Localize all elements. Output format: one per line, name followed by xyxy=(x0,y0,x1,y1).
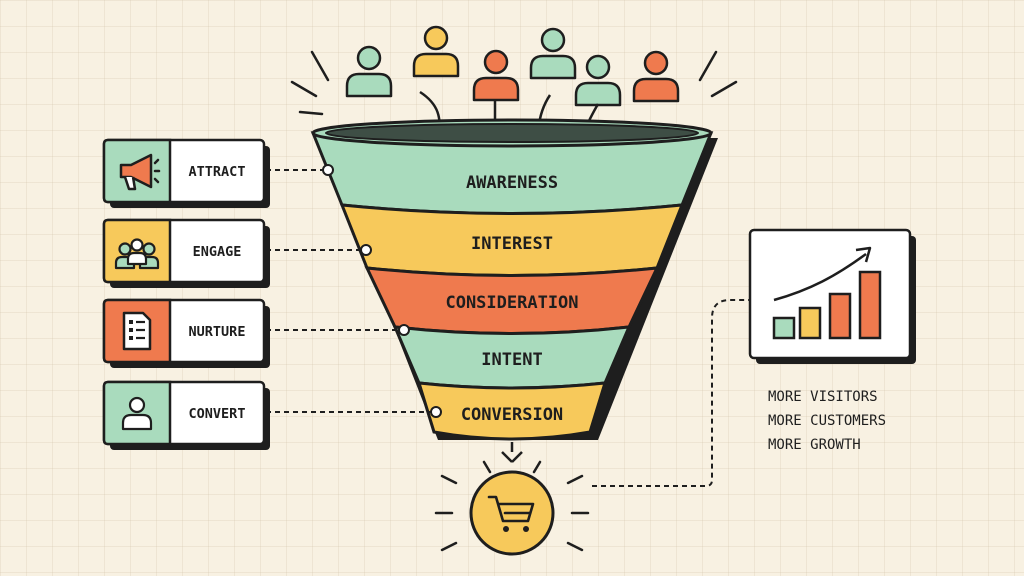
funnel xyxy=(310,118,714,441)
connector-dots xyxy=(322,164,442,418)
funnel-labels: AWARENESS INTEREST CONSIDERATION INTENT … xyxy=(445,173,578,425)
growth-bar xyxy=(798,306,822,340)
action-label-engage: ENGAGE xyxy=(193,244,242,260)
growth-chart-card xyxy=(748,228,916,364)
user-icon xyxy=(121,396,153,431)
bar-chart-icon xyxy=(772,270,882,340)
action-card-nurture: NURTURE xyxy=(102,298,270,368)
trend-arrowhead xyxy=(855,246,872,263)
stage-label-intent: INTENT xyxy=(481,350,542,370)
funnel-output-arrow xyxy=(501,442,523,463)
stage-label-interest: INTEREST xyxy=(471,234,553,254)
action-label-convert: CONVERT xyxy=(189,406,246,422)
stage-label-awareness: AWARENESS xyxy=(466,173,558,193)
megaphone-icon xyxy=(119,153,161,191)
growth-bar xyxy=(858,270,882,340)
people-group xyxy=(345,25,680,107)
funnel-opening xyxy=(325,123,699,143)
benefit-more-visitors: MORE VISITORS xyxy=(768,389,878,405)
funnel-stage-conversion xyxy=(416,381,608,441)
action-card-engage: ENGAGE xyxy=(102,218,270,288)
action-label-nurture: NURTURE xyxy=(189,324,246,340)
benefit-more-growth: MORE GROWTH xyxy=(768,437,861,453)
growth-connector xyxy=(592,299,752,487)
person-icon xyxy=(345,45,393,98)
person-icon xyxy=(529,27,577,80)
benefit-more-customers: MORE CUSTOMERS xyxy=(768,413,886,429)
growth-bar xyxy=(772,316,796,340)
burst-lines xyxy=(290,50,738,116)
person-icon xyxy=(632,50,680,103)
person-icon xyxy=(472,49,520,102)
action-list: ATTRACT ENGAGE NURTURE CONVERT xyxy=(102,138,270,450)
shopping-cart-icon xyxy=(434,460,590,556)
stage-label-consideration: CONSIDERATION xyxy=(445,293,578,313)
growth-bar xyxy=(828,292,852,340)
action-label-attract: ATTRACT xyxy=(189,164,246,180)
person-icon xyxy=(574,54,622,107)
group-icon xyxy=(114,238,160,270)
benefits-list: MORE VISITORS MORE CUSTOMERS MORE GROWTH xyxy=(768,389,886,453)
document-icon xyxy=(122,311,152,351)
stage-label-conversion: CONVERSION xyxy=(461,405,563,425)
trend-arrow xyxy=(773,252,867,302)
action-connectors xyxy=(266,169,434,413)
action-card-convert: CONVERT xyxy=(102,380,270,450)
person-icon xyxy=(412,25,460,78)
action-card-attract: ATTRACT xyxy=(102,138,270,208)
